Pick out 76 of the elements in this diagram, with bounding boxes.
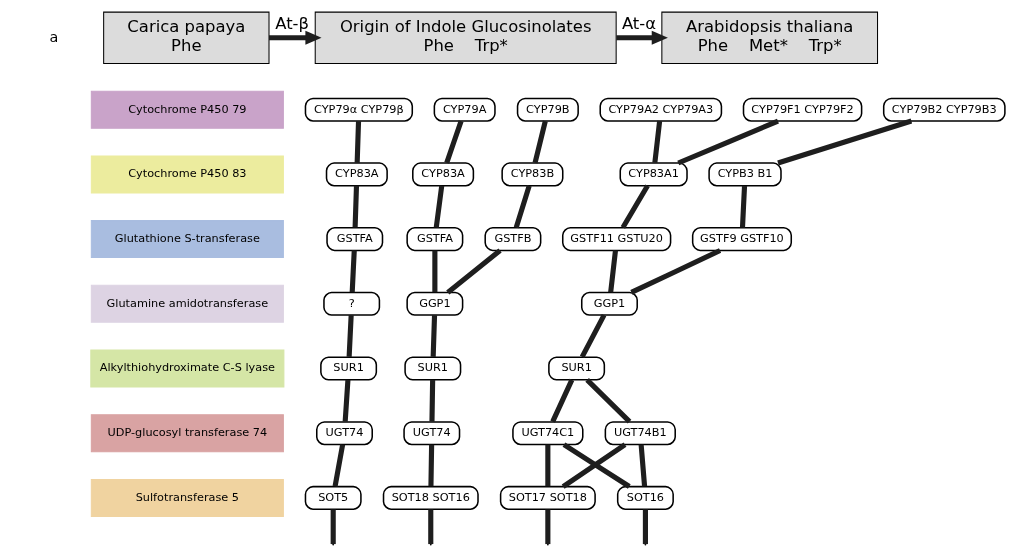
node-box: Sulfotransferase 5 [90,478,284,517]
node-box: CYP79B [516,97,579,122]
connector [544,509,550,545]
node-box: GGP1 [405,291,463,316]
label: a [48,28,58,45]
node-box: ? [322,291,380,316]
node-box: Glutamine amidotransferase [90,284,284,323]
connector [776,118,912,166]
node-box: SOT18 SOT16 [382,485,479,510]
node-box: GSTFA [325,227,383,252]
connector [584,378,631,424]
node-box: CYP79α CYP79β [304,97,413,122]
connector [349,250,357,293]
node-box: GSTF11 GSTU20 [561,227,671,252]
connector [676,118,779,166]
node-box: Arabidopsis thaliana Phe Met* Trp* [660,11,878,64]
connector [430,315,437,357]
connector [638,444,647,487]
node-box: CYP79A [433,97,496,122]
node-box: Alkylthiohydroximate C-S lyase [89,349,284,388]
connector [431,250,437,293]
node-box: Cytochrome P450 79 [90,90,284,129]
node-box: SUR1 [319,356,377,381]
node-box: Cytochrome P450 83 [90,155,284,194]
connector [642,509,648,545]
node-box: CYP83A1 [619,162,688,187]
edge-label: At-α [621,14,656,34]
node-box: GGP1 [580,291,638,316]
node-box: GSTFB [483,227,541,252]
connector [433,185,444,228]
arrow [615,30,668,45]
connector [607,250,618,293]
node-box: UGT74B1 [604,421,676,446]
connector [352,185,359,228]
connector [532,120,548,164]
node-box: Carica papaya Phe [102,11,270,64]
connector [427,509,433,545]
connector [346,315,354,358]
connector [330,509,336,545]
connector [332,444,345,487]
node-box: UDP-glucosyl transferase 74 [90,414,284,453]
node-box: CYP79A2 CYP79A3 [598,97,722,122]
node-box: SOT16 [616,485,674,510]
node-box: GSTF9 GSTF10 [691,227,792,252]
arrow [268,30,322,45]
edge-label: At-β [274,14,309,34]
connector [354,120,361,163]
connector [579,314,606,359]
connector [651,120,662,164]
node-box: CYPB3 B1 [707,162,782,187]
node-box: SOT17 SOT18 [499,485,596,510]
node-box: UGT74C1 [511,421,584,446]
node-box: SUR1 [403,356,461,381]
connector [513,185,532,229]
node-box: UGT74 [402,421,460,446]
node-box: Glutathione S-transferase [90,220,284,259]
node-box: GSTFA [405,227,463,252]
connector [629,248,721,295]
connector [544,444,550,487]
node-box: CYP83A [411,162,474,187]
node-box: CYP83A [325,162,388,187]
connector [739,185,747,228]
node-box: CYP83B [500,162,563,187]
connector [445,248,502,295]
node-box: SOT5 [304,485,362,510]
connector [427,444,434,487]
node-box: SUR1 [547,356,605,381]
node-box: Origin of Indole Glucosinolates Phe Trp* [314,11,617,64]
node-box: CYP79F1 CYP79F2 [742,97,862,122]
connector [428,379,435,422]
node-box: CYP79B2 CYP79B3 [882,97,1006,122]
connector [443,120,464,164]
connector [549,378,574,423]
node-box: UGT74 [315,421,373,446]
connector [342,379,350,422]
connector [620,184,650,229]
